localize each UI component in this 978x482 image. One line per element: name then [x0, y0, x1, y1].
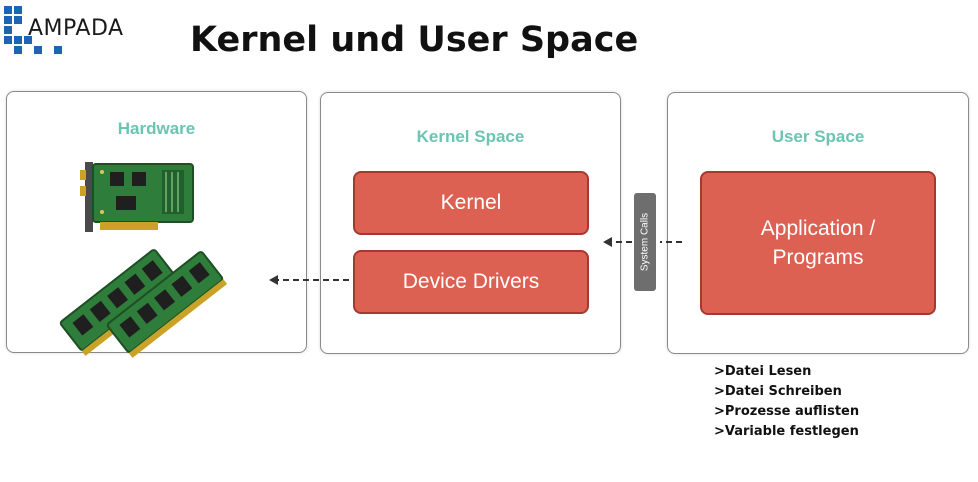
action-item: >Datei Lesen	[714, 364, 812, 379]
kernel-space-title: Kernel Space	[416, 127, 525, 146]
programs-label: Programs	[772, 246, 864, 269]
user-actions-list: >Datei Lesen >Datei Schreiben >Prozesse …	[714, 362, 859, 442]
hardware-title: Hardware	[117, 119, 196, 138]
system-calls-connector: System Calls	[634, 193, 656, 291]
action-item: >Prozesse auflisten	[714, 404, 860, 419]
logo-squares-icon	[4, 4, 68, 56]
pci-card-icon	[80, 162, 194, 232]
application-programs-box: Application / Programs	[700, 171, 936, 315]
user-to-kernel-arrow	[603, 237, 682, 247]
kernel-to-hardware-arrow	[269, 275, 349, 285]
action-item: >Variable festlegen	[714, 424, 859, 439]
action-item: >Datei Schreiben	[714, 384, 842, 399]
page-title: Kernel und User Space	[190, 20, 639, 60]
user-space-title: User Space	[771, 127, 865, 146]
kernel-box: Kernel	[353, 171, 589, 235]
ram-modules-icon	[59, 249, 228, 358]
application-label: Application /	[760, 216, 876, 240]
ampada-logo: AMPADA	[4, 4, 134, 56]
device-drivers-box: Device Drivers	[353, 250, 589, 314]
logo-text: AMPADA	[28, 16, 124, 41]
